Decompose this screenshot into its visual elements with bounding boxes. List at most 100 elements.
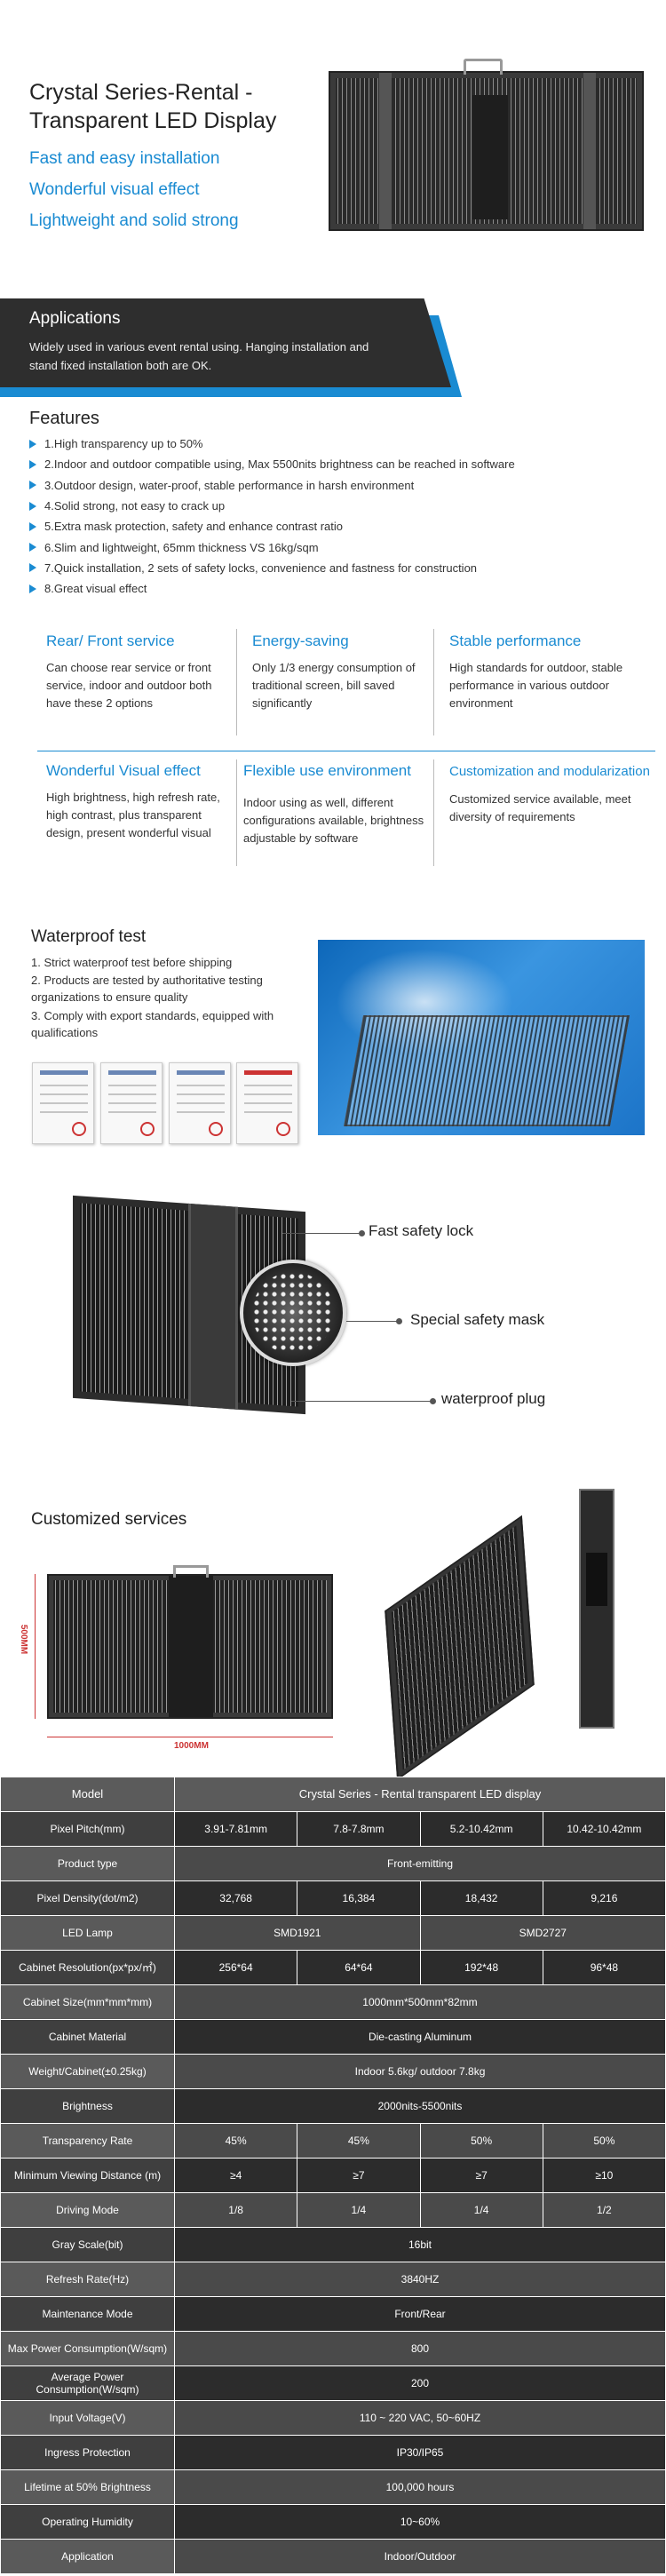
spec-label: Max Power Consumption(W/sqm) [0,2331,175,2366]
triangle-bullet-icon [29,521,36,531]
feature-item: 1.High transparency up to 50% [29,433,515,454]
grid-divider [433,759,434,866]
highlight-text-service: Can choose rear service or front service… [46,661,212,710]
feature-item: 7.Quick installation, 2 sets of safety l… [29,558,515,578]
spec-label: Model [0,1777,175,1812]
spec-value: IP30/IP65 [174,2435,666,2470]
spec-value: 200 [174,2365,666,2401]
hero-feature-installation: Fast and easy installation [29,149,220,168]
spec-value: 3840HZ [174,2262,666,2297]
spec-value: 64*64 [297,1950,421,1985]
triangle-bullet-icon [29,481,36,490]
spec-label: Cabinet Resolution(px*px/㎡) [0,1950,175,1985]
width-dimension-label: 1000MM [174,1741,209,1751]
spec-label: LED Lamp [0,1915,175,1951]
spec-label: Cabinet Material [0,2019,175,2055]
spec-row: Cabinet Size(mm*mm*mm)1000mm*500mm*82mm [0,1984,666,2020]
triangle-bullet-icon [29,501,36,511]
spec-value: 96*48 [542,1950,666,1985]
hero-led-panel-image [329,59,644,231]
spec-value: 2000nits-5500nits [174,2088,666,2124]
spec-value: ≥10 [542,2158,666,2193]
spec-label: Cabinet Size(mm*mm*mm) [0,1984,175,2020]
spec-label: Minimum Viewing Distance (m) [0,2158,175,2193]
spec-value: 10.42-10.42mm [542,1811,666,1847]
highlight-title-energy: Energy-saving [252,632,349,649]
spec-label: Application [0,2539,175,2574]
spec-value: 1000mm*500mm*82mm [174,1984,666,2020]
spec-label: Lifetime at 50% Brightness [0,2469,175,2505]
spec-value: Indoor/Outdoor [174,2539,666,2574]
spec-label: Ingress Protection [0,2435,175,2470]
spec-value: 18,432 [419,1880,543,1916]
waterproof-title: Waterproof test [31,927,147,946]
waterproof-item: 2. Products are tested by authoritative … [31,974,263,1004]
spec-label: Product type [0,1846,175,1881]
spec-value: SMD2727 [419,1915,666,1951]
spec-label: Gray Scale(bit) [0,2227,175,2262]
spec-value: 16bit [174,2227,666,2262]
callout-dot [396,1318,402,1324]
spec-row: Gray Scale(bit)16bit [0,2227,666,2262]
certificate-image [236,1062,298,1144]
spec-label: Input Voltage(V) [0,2400,175,2436]
highlight-text-stable: High standards for outdoor, stable perfo… [449,661,623,710]
spec-value: 3.91-7.81mm [173,1811,298,1847]
spec-label: Refresh Rate(Hz) [0,2262,175,2297]
spec-label: Weight/Cabinet(±0.25kg) [0,2054,175,2089]
highlight-title-custom: Customization and modularization [449,764,650,779]
height-dimension-label: 500MM [19,1624,29,1655]
spec-label: Pixel Pitch(mm) [0,1811,175,1847]
spec-value: 50% [419,2123,543,2159]
spec-value: Crystal Series - Rental transparent LED … [174,1777,666,1812]
cabinet-front-image [47,1565,333,1719]
spec-value: 1/8 [173,2192,298,2228]
callout-line [282,1233,362,1234]
features-title: Features [29,409,99,428]
grid-divider [236,759,237,866]
spec-value: 1/4 [297,2192,421,2228]
spec-value: 10~60% [174,2504,666,2540]
spec-value: 45% [297,2123,421,2159]
feature-item: 3.Outdoor design, water-proof, stable pe… [29,475,515,496]
spec-value: 256*64 [173,1950,298,1985]
features-list: 1.High transparency up to 50% 2.Indoor a… [29,433,515,599]
feature-item: 8.Great visual effect [29,578,515,599]
spec-value: ≥7 [419,2158,543,2193]
triangle-bullet-icon [29,584,36,593]
waterproof-item: 1. Strict waterproof test before shippin… [31,956,233,969]
highlight-title-service: Rear/ Front service [46,632,175,649]
spec-value: Front/Rear [174,2296,666,2332]
triangle-bullet-icon [29,459,36,469]
spec-value: 32,768 [173,1880,298,1916]
spec-row: Refresh Rate(Hz)3840HZ [0,2262,666,2297]
spec-value: 5.2-10.42mm [419,1811,543,1847]
spec-value: 45% [173,2123,298,2159]
cabinet-side-image [579,1489,614,1729]
height-dimension-line [35,1574,36,1719]
spec-value: 110 ~ 220 VAC, 50~60HZ [174,2400,666,2436]
spec-row: Max Power Consumption(W/sqm)800 [0,2331,666,2366]
triangle-bullet-icon [29,543,36,553]
feature-item: 2.Indoor and outdoor compatible using, M… [29,454,515,474]
applications-banner [0,298,451,387]
highlight-title-stable: Stable performance [449,632,582,649]
callout-line [346,1321,400,1322]
triangle-bullet-icon [29,439,36,449]
feature-item: 5.Extra mask protection, safety and enha… [29,516,515,537]
hero-feature-strong: Lightweight and solid strong [29,211,239,230]
